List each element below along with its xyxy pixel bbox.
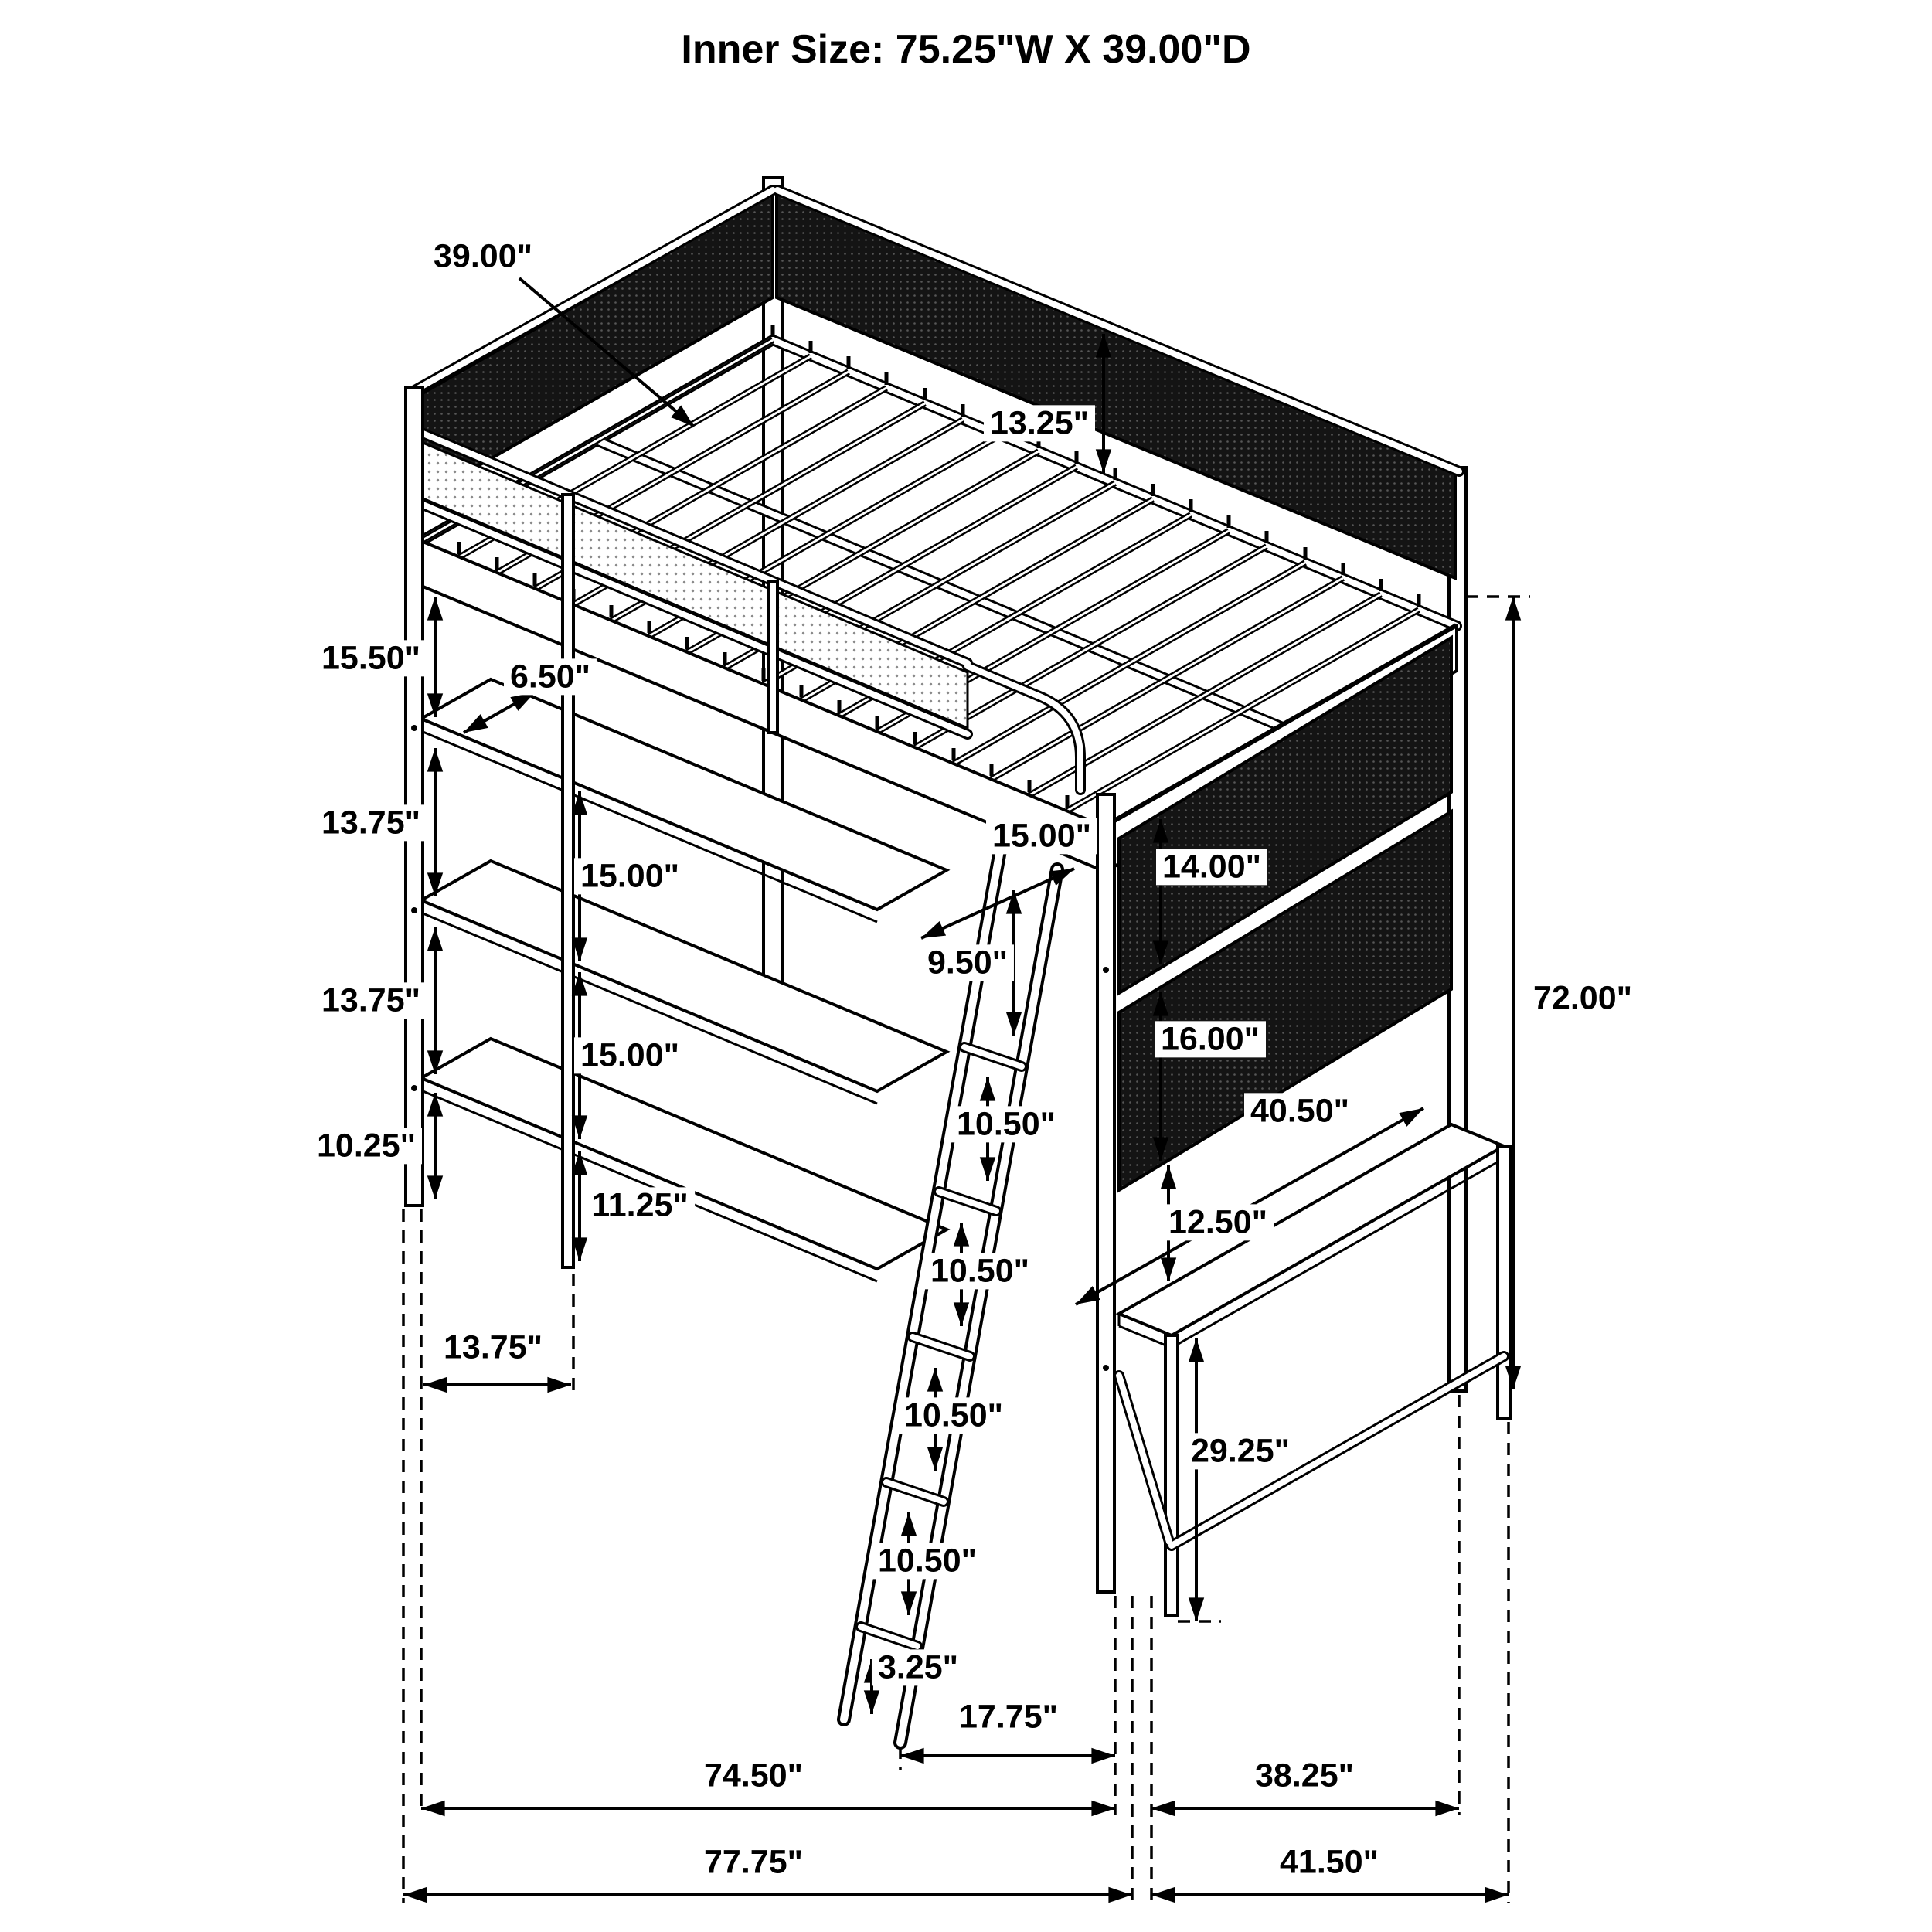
dim-10-50-c: 10.50" bbox=[898, 1397, 1009, 1434]
dim-72-00: 72.00" bbox=[1527, 980, 1638, 1017]
dim-line-39-00 bbox=[518, 277, 696, 428]
dim-15-00-a: 15.00" bbox=[574, 858, 685, 895]
dim-10-25: 10.25" bbox=[311, 1128, 422, 1165]
front-right-post bbox=[1096, 793, 1116, 1594]
dim-9-50: 9.50" bbox=[920, 944, 1015, 981]
dim-38-25: 38.25" bbox=[1249, 1757, 1360, 1794]
dim-6-50: 6.50" bbox=[503, 658, 597, 696]
dim-10-50-a: 10.50" bbox=[951, 1106, 1062, 1143]
shelf-support-post bbox=[561, 493, 575, 1269]
front-left-post bbox=[404, 386, 424, 1207]
dim-15-00-c: 15.00" bbox=[986, 818, 1097, 855]
mattress-slats bbox=[420, 325, 1458, 830]
shelf-tower bbox=[417, 677, 951, 1283]
dim-74-50: 74.50" bbox=[698, 1757, 809, 1794]
shelf-bottom bbox=[417, 1036, 951, 1271]
bolt-marks bbox=[411, 725, 1109, 1371]
bed-frame bbox=[404, 176, 1512, 1750]
dim-line-15-00-c bbox=[920, 867, 1075, 940]
dim-40-50: 40.50" bbox=[1244, 1093, 1355, 1130]
page-title: Inner Size: 75.25"W X 39.00"D bbox=[681, 27, 1251, 72]
desk-front-leg bbox=[1164, 1334, 1179, 1617]
dim-39-00: 39.00" bbox=[427, 238, 539, 275]
desk-back-leg bbox=[1496, 1145, 1512, 1420]
dim-10-50-d: 10.50" bbox=[872, 1543, 983, 1580]
dim-14-00: 14.00" bbox=[1156, 849, 1267, 886]
dim-12-50: 12.50" bbox=[1162, 1204, 1274, 1241]
shelf-middle bbox=[417, 859, 951, 1094]
dim-29-25: 29.25" bbox=[1185, 1433, 1296, 1470]
dim-41-50: 41.50" bbox=[1274, 1844, 1385, 1881]
dim-13-75-b: 13.75" bbox=[315, 982, 427, 1019]
ladder bbox=[837, 839, 1064, 1750]
dim-13-25: 13.25" bbox=[984, 405, 1095, 442]
dim-16-00: 16.00" bbox=[1155, 1021, 1266, 1058]
dim-line-6-50 bbox=[463, 691, 536, 734]
dim-13-75-width: 13.75" bbox=[437, 1329, 549, 1366]
dim-77-75: 77.75" bbox=[698, 1844, 809, 1881]
dim-15-00-b: 15.00" bbox=[574, 1037, 685, 1074]
front-guard-support bbox=[767, 580, 779, 734]
dim-10-50-b: 10.50" bbox=[924, 1253, 1036, 1290]
dim-13-75-a: 13.75" bbox=[315, 804, 427, 842]
end-mesh-panel-upper bbox=[1117, 634, 1453, 996]
dim-17-75: 17.75" bbox=[953, 1699, 1064, 1736]
dim-3-25: 3.25" bbox=[871, 1649, 965, 1686]
dim-15-50: 15.50" bbox=[315, 640, 427, 677]
dim-11-25: 11.25" bbox=[585, 1187, 695, 1224]
